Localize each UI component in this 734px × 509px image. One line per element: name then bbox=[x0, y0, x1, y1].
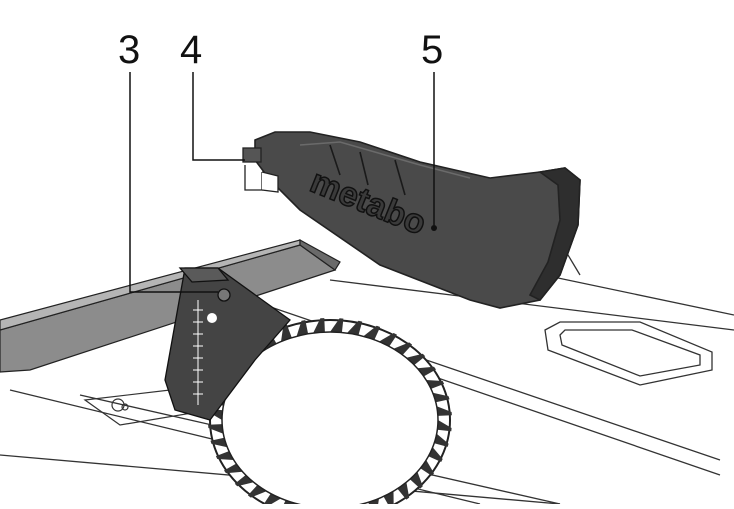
table-slot bbox=[545, 322, 712, 385]
leader-5-dot bbox=[431, 225, 437, 231]
callout-label-5: 5 bbox=[421, 30, 443, 70]
callout-label-4: 4 bbox=[180, 30, 202, 70]
leader-3 bbox=[130, 72, 218, 292]
callout-label-3: 3 bbox=[118, 30, 140, 70]
leader-4 bbox=[193, 72, 245, 160]
